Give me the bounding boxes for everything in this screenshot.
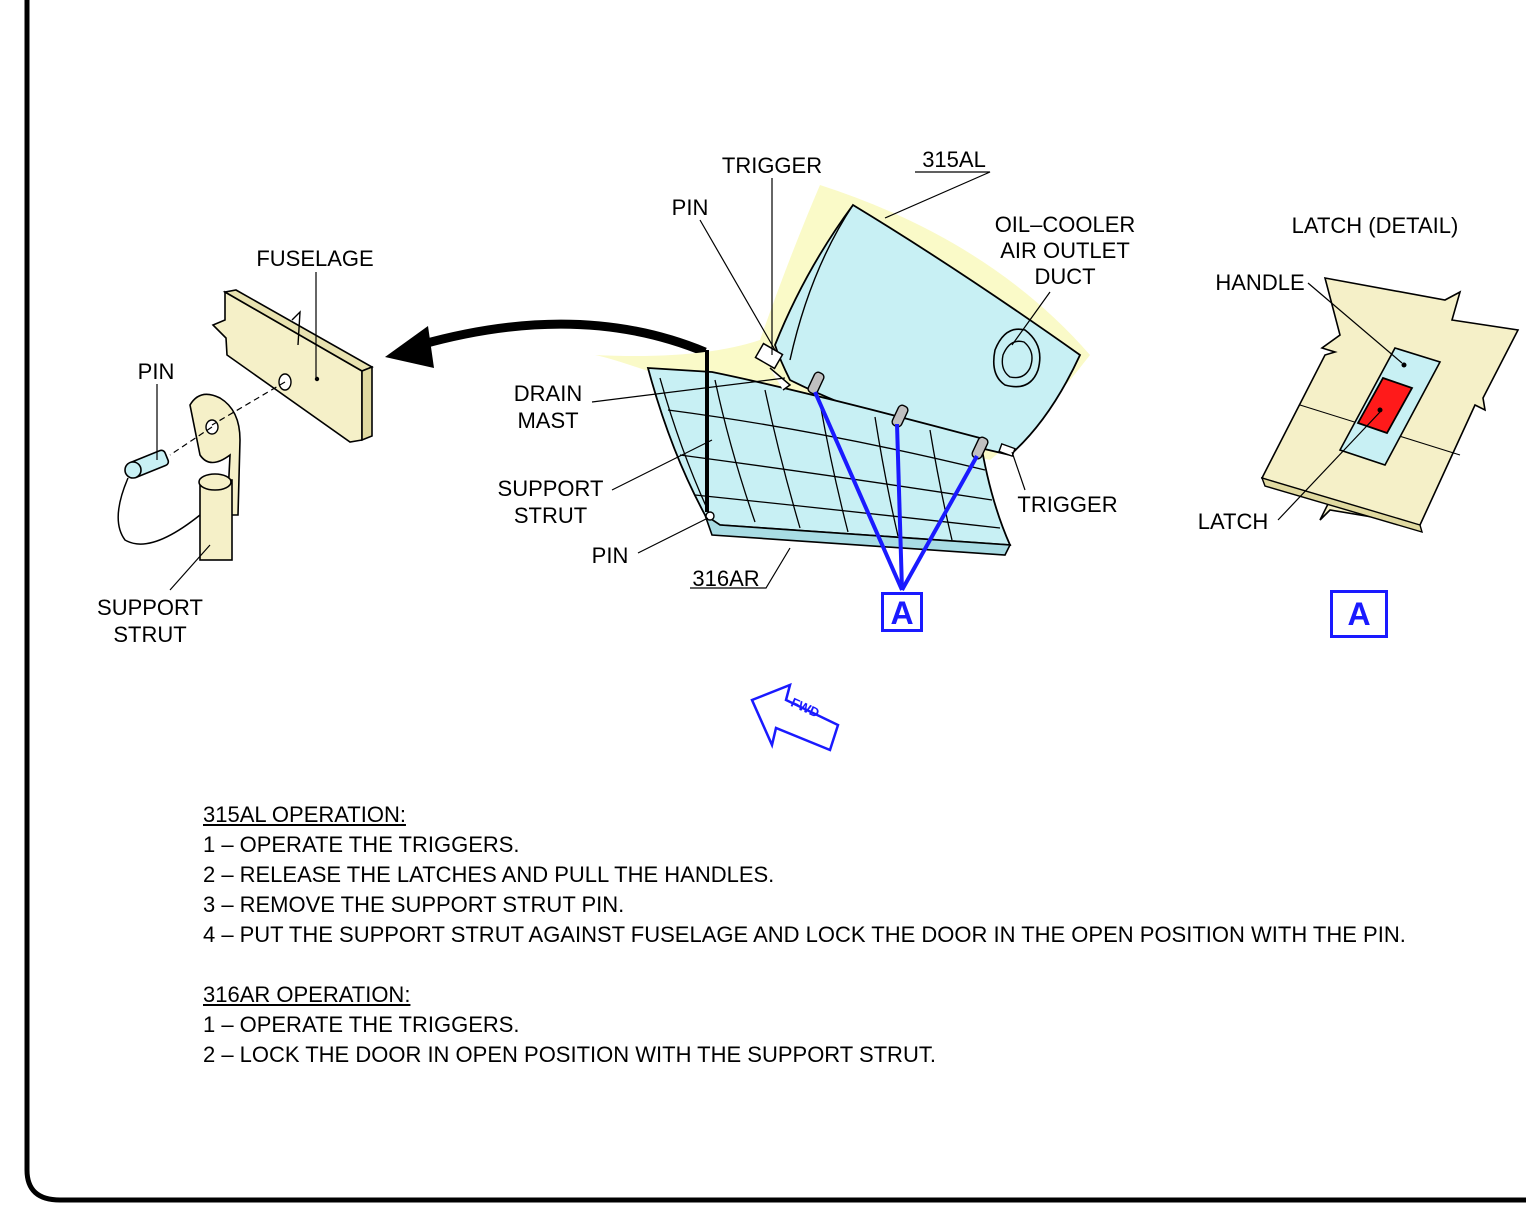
- step-315al-1: 1 – OPERATE THE TRIGGERS.: [203, 830, 1483, 860]
- label-trigger-top: TRIGGER: [721, 153, 823, 178]
- callout-a-detail: A: [1330, 590, 1388, 638]
- label-drain-mast: DRAIN MAST: [513, 381, 583, 433]
- section-title-316ar: 316AR OPERATION:: [203, 982, 411, 1007]
- step-315al-4: 4 – PUT THE SUPPORT STRUT AGAINST FUSELA…: [203, 920, 1483, 950]
- step-text: REMOVE THE SUPPORT STRUT PIN.: [239, 892, 625, 917]
- step-315al-3: 3 – REMOVE THE SUPPORT STRUT PIN.: [203, 890, 1483, 920]
- forward-arrow-icon: [750, 682, 840, 752]
- support-strut-detail: [169, 381, 286, 561]
- label-trigger-right: TRIGGER: [1017, 492, 1118, 517]
- pin-with-lanyard: [117, 449, 201, 545]
- step-text: RELEASE THE LATCHES AND PULL THE HANDLES…: [239, 862, 775, 887]
- label-pin-left: PIN: [137, 359, 175, 384]
- section-title-315al: 315AL OPERATION:: [203, 802, 406, 827]
- step-number: 4 –: [203, 922, 234, 947]
- label-pin-top: PIN: [671, 195, 709, 220]
- label-support-strut-left: SUPPORT STRUT: [97, 595, 203, 647]
- step-text: OPERATE THE TRIGGERS.: [239, 1012, 520, 1037]
- step-number: 3 –: [203, 892, 234, 917]
- label-support-strut-mid: SUPPORT STRUT: [497, 476, 604, 528]
- label-latch-detail-title: LATCH (DETAIL): [1291, 213, 1459, 238]
- step-316ar-1: 1 – OPERATE THE TRIGGERS.: [203, 1010, 1483, 1040]
- label-latch: LATCH: [1197, 509, 1269, 534]
- step-number: 2 –: [203, 862, 234, 887]
- callout-a-main: A: [881, 592, 923, 632]
- label-handle: HANDLE: [1215, 270, 1305, 295]
- step-text: LOCK THE DOOR IN OPEN POSITION WITH THE …: [239, 1042, 936, 1067]
- label-pin-mid: PIN: [591, 543, 629, 568]
- label-316ar: 316AR: [692, 566, 760, 591]
- label-315al: 315AL: [922, 147, 986, 172]
- step-315al-2: 2 – RELEASE THE LATCHES AND PULL THE HAN…: [203, 860, 1483, 890]
- step-text: PUT THE SUPPORT STRUT AGAINST FUSELAGE A…: [239, 922, 1406, 947]
- transition-arrow: [385, 319, 707, 368]
- instructions: 315AL OPERATION: 1 – OPERATE THE TRIGGER…: [203, 800, 1483, 1070]
- label-oil-cooler-outlet: OIL–COOLER AIR OUTLET DUCT: [994, 212, 1136, 289]
- step-number: 1 –: [203, 832, 234, 857]
- latch-detail: [1260, 276, 1520, 534]
- fuselage-bracket: [211, 289, 374, 443]
- door-assembly: [595, 185, 1090, 591]
- label-fuselage: FUSELAGE: [256, 246, 374, 271]
- step-text: OPERATE THE TRIGGERS.: [239, 832, 520, 857]
- step-number: 2 –: [203, 1042, 234, 1067]
- step-316ar-2: 2 – LOCK THE DOOR IN OPEN POSITION WITH …: [203, 1040, 1483, 1070]
- step-number: 1 –: [203, 1012, 234, 1037]
